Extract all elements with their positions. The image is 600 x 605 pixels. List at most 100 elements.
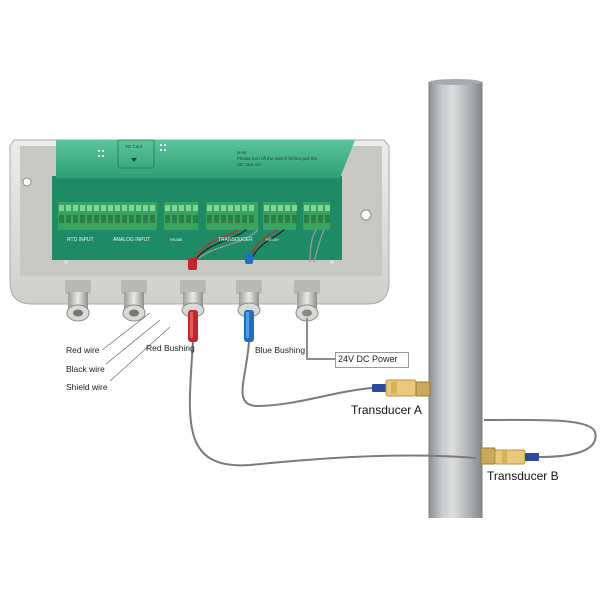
relay-label: RELAY <box>266 237 279 242</box>
red-wire-label: Red wire <box>66 345 100 355</box>
gland-blue <box>236 254 262 342</box>
gland-2 <box>121 280 147 322</box>
terminal-screw <box>271 205 276 211</box>
terminal-screw <box>108 205 113 211</box>
terminal-screw <box>325 205 330 211</box>
terminal-screw <box>73 205 78 211</box>
sd-card-label: SD Card <box>125 144 143 149</box>
terminal-block-row <box>58 202 330 230</box>
blue-bushing-label: Blue Bushing <box>255 345 306 355</box>
terminal-screw <box>235 205 240 211</box>
terminal-screw <box>101 205 106 211</box>
terminal-slot <box>221 215 226 223</box>
terminal-slot <box>186 215 191 223</box>
terminal-slot <box>66 215 71 223</box>
terminal-screw <box>304 205 309 211</box>
terminal-screw <box>278 205 283 211</box>
terminal-slot <box>318 215 323 223</box>
terminal-slot <box>264 215 269 223</box>
terminal-screw <box>292 205 297 211</box>
note-title: Note: <box>237 150 248 155</box>
terminal-slot <box>115 215 120 223</box>
terminal-screw <box>242 205 247 211</box>
terminal-slot <box>122 215 127 223</box>
terminal-screw <box>80 205 85 211</box>
terminal-screw <box>87 205 92 211</box>
terminal-slot <box>235 215 240 223</box>
terminal-screw <box>94 205 99 211</box>
terminal-screw <box>221 205 226 211</box>
red-bushing-label: Red Bushing <box>146 343 195 353</box>
terminal-slot <box>108 215 113 223</box>
terminal-screw <box>318 205 323 211</box>
terminal-slot <box>311 215 316 223</box>
terminal-slot <box>214 215 219 223</box>
terminal-screw <box>143 205 148 211</box>
gland-red <box>180 258 206 342</box>
terminal-slot <box>271 215 276 223</box>
terminal-slot <box>193 215 198 223</box>
terminal-slot <box>242 215 247 223</box>
power-label: 24V DC Power <box>338 354 398 364</box>
terminal-slot <box>278 215 283 223</box>
terminal-screw <box>172 205 177 211</box>
internal-wires <box>194 229 325 263</box>
terminal-screw <box>59 205 64 211</box>
terminal-screw <box>66 205 71 211</box>
terminal-screw <box>249 205 254 211</box>
transducer-terminal-label: TRANSDUCER <box>218 237 253 243</box>
terminal-slot <box>80 215 85 223</box>
terminal-screw <box>193 205 198 211</box>
terminal-block <box>58 202 157 230</box>
cable-glands <box>65 254 320 342</box>
terminal-slot <box>179 215 184 223</box>
terminal-slot <box>325 215 330 223</box>
terminal-slot <box>165 215 170 223</box>
black-wire-label: Black wire <box>66 364 105 374</box>
transducer-a <box>372 379 431 397</box>
terminal-slot <box>136 215 141 223</box>
terminal-slot <box>285 215 290 223</box>
terminal-screw <box>207 205 212 211</box>
terminal-screw <box>129 205 134 211</box>
terminal-slot <box>150 215 155 223</box>
cable-transducer-b <box>188 341 477 467</box>
terminal-screw <box>264 205 269 211</box>
note-line-1: Please turn off the switch before pull t… <box>237 156 317 161</box>
transducer-b <box>480 418 597 465</box>
terminal-screw <box>150 205 155 211</box>
gland-1 <box>65 280 91 322</box>
terminal-screw <box>228 205 233 211</box>
power-label-box <box>335 352 409 368</box>
terminal-slot <box>228 215 233 223</box>
power-cable <box>306 318 336 360</box>
transducer-a-label: Transducer A <box>351 403 422 417</box>
terminal-slot <box>129 215 134 223</box>
terminal-slot <box>59 215 64 223</box>
leader-lines <box>101 312 171 382</box>
terminal-screw <box>115 205 120 211</box>
terminal-screw <box>179 205 184 211</box>
transducer-b-label: Transducer B <box>487 469 559 483</box>
shield-wire-label: Shield wire <box>66 382 108 392</box>
terminal-slot <box>207 215 212 223</box>
terminal-screw <box>214 205 219 211</box>
cable-transducer-a <box>241 341 373 408</box>
terminal-slot <box>172 215 177 223</box>
terminal-slot <box>101 215 106 223</box>
terminal-screw <box>122 205 127 211</box>
terminal-slot <box>249 215 254 223</box>
terminal-slot <box>292 215 297 223</box>
pipe <box>428 79 483 518</box>
analog-input-label: ANALOG INPUT <box>113 237 151 243</box>
terminal-slot <box>73 215 78 223</box>
terminal-slot <box>143 215 148 223</box>
terminal-slot <box>304 215 309 223</box>
terminal-screw <box>311 205 316 211</box>
terminal-screw <box>165 205 170 211</box>
terminal-screw <box>186 205 191 211</box>
terminal-slot <box>94 215 99 223</box>
terminal-screw <box>136 205 141 211</box>
